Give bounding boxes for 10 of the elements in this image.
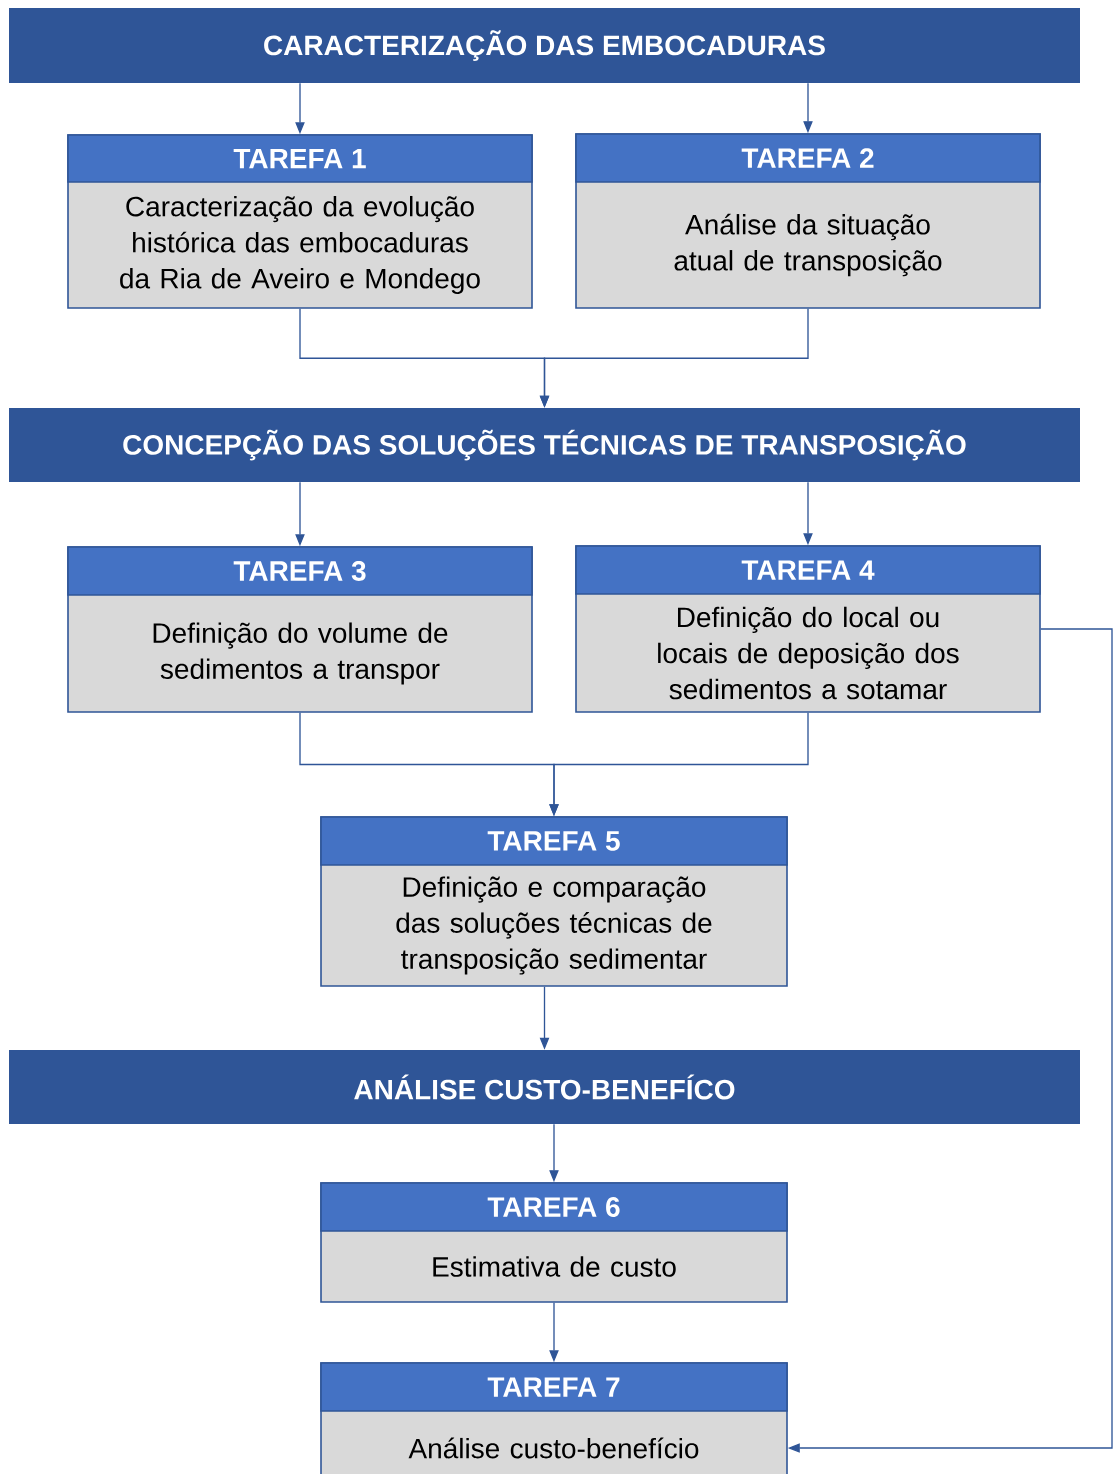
stage-band: ANÁLISE CUSTO-BENEFÍCO <box>9 1050 1080 1124</box>
task-box: TAREFA 1 Caracterização da evolução histórica das embocaduras da Ria de Aveiro e Mondego <box>67 134 533 309</box>
task-box: TAREFA 7 Análise custo-benefício <box>320 1362 788 1474</box>
task-box: TAREFA 4 Definição do local ou locais de deposição dos sedimentos a sotamar <box>575 545 1041 713</box>
task-box: TAREFA 3 Definição do volume de sedimentos a transpor <box>67 546 533 713</box>
stage-band: CONCEPÇÃO DAS SOLUÇÕES TÉCNICAS DE TRANSPOSIÇÃO <box>9 408 1080 482</box>
task-box: TAREFA 6 Estimativa de custo <box>320 1182 788 1303</box>
task-box: TAREFA 5 Definição e comparação das soluções técnicas de transposição sedimentar <box>320 816 788 987</box>
task-box: TAREFA 2 Análise da situação atual de transposição <box>575 133 1041 309</box>
stage-band: CARACTERIZAÇÃO DAS EMBOCADURAS <box>9 8 1080 83</box>
